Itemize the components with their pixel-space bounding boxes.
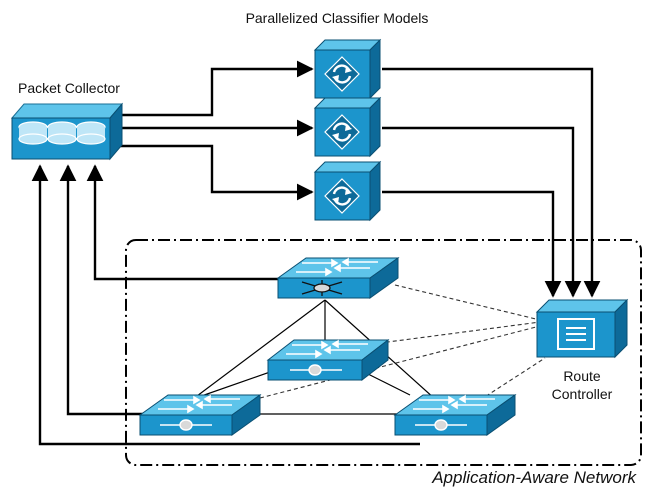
switch-to-collector-arrows bbox=[31, 164, 420, 446]
controller-dashed-links bbox=[259, 284, 546, 401]
classifier-to-controller-arrows bbox=[382, 67, 601, 298]
switch-top bbox=[276, 257, 400, 299]
network-boundary bbox=[125, 239, 642, 466]
route-controller-label-line1: Route bbox=[563, 368, 601, 384]
network-name: Application-Aware Network bbox=[431, 468, 637, 487]
packet-collector-label: Packet Collector bbox=[18, 80, 120, 96]
database-cylinders-icon bbox=[18, 121, 106, 145]
switch-arrows-icon bbox=[158, 394, 240, 414]
switch-arrows-icon bbox=[296, 257, 378, 277]
packet-collector bbox=[10, 102, 124, 161]
switch-middle bbox=[266, 338, 390, 382]
switch-arrows-icon bbox=[286, 339, 368, 359]
classifiers-title: Parallelized Classifier Models bbox=[246, 10, 429, 26]
switch-arrows-icon bbox=[413, 394, 495, 414]
classifier-model-3 bbox=[313, 160, 382, 222]
sync-arrows-icon bbox=[324, 178, 360, 214]
classifier-model-2 bbox=[313, 96, 382, 158]
switch-bottom-right bbox=[393, 394, 517, 436]
document-lines-icon bbox=[557, 318, 595, 350]
route-controller bbox=[535, 298, 629, 359]
classifier-model-1 bbox=[313, 38, 382, 100]
switch-bottom-left bbox=[138, 394, 262, 436]
star-hub-icon bbox=[301, 280, 343, 296]
collector-to-classifier-arrows bbox=[120, 60, 314, 201]
sync-arrows-icon bbox=[324, 56, 360, 92]
sync-arrows-icon bbox=[324, 114, 360, 150]
route-controller-label-line2: Controller bbox=[552, 386, 613, 402]
